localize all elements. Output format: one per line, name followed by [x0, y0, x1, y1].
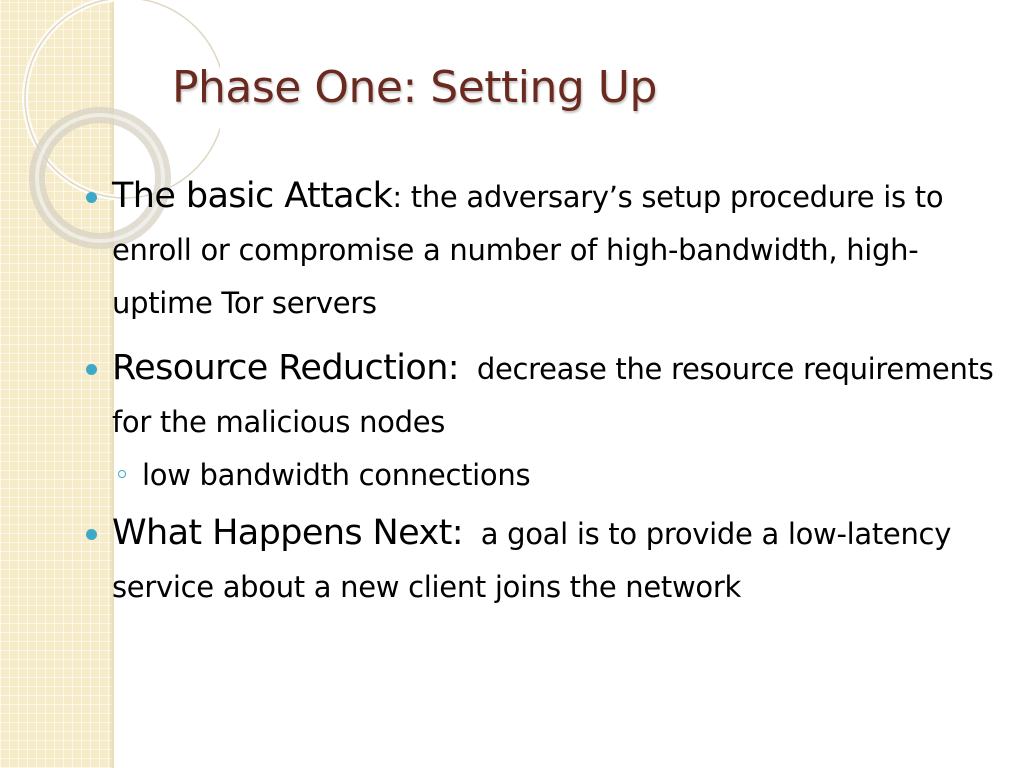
sub-bullet-low-bandwidth: low bandwidth connections — [118, 453, 1002, 497]
decorative-rings-icon — [22, 0, 220, 249]
bullet-text: a goal is to provide a low-latency servi… — [112, 517, 960, 604]
bullet-what-happens-next: What Happens Next: a goal is to provide … — [86, 509, 1002, 616]
slide-title: Phase One: Setting Up — [172, 62, 657, 113]
bullet-heading: The basic Attack — [112, 176, 393, 216]
sub-bullet-list: low bandwidth connections — [112, 453, 1002, 497]
bullet-basic-attack: The basic Attack: the adversary’s setup … — [86, 172, 1002, 332]
bullet-list: The basic Attack: the adversary’s setup … — [86, 172, 1003, 628]
bullet-heading: Resource Reduction: — [112, 348, 460, 388]
bullet-text: decrease the resource requirements for t… — [112, 352, 1003, 439]
bullet-heading: What Happens Next: — [112, 513, 463, 553]
bullet-resource-reduction: Resource Reduction: decrease the resourc… — [86, 344, 1003, 497]
bullet-text: : the adversary’s setup procedure is to … — [112, 180, 944, 320]
